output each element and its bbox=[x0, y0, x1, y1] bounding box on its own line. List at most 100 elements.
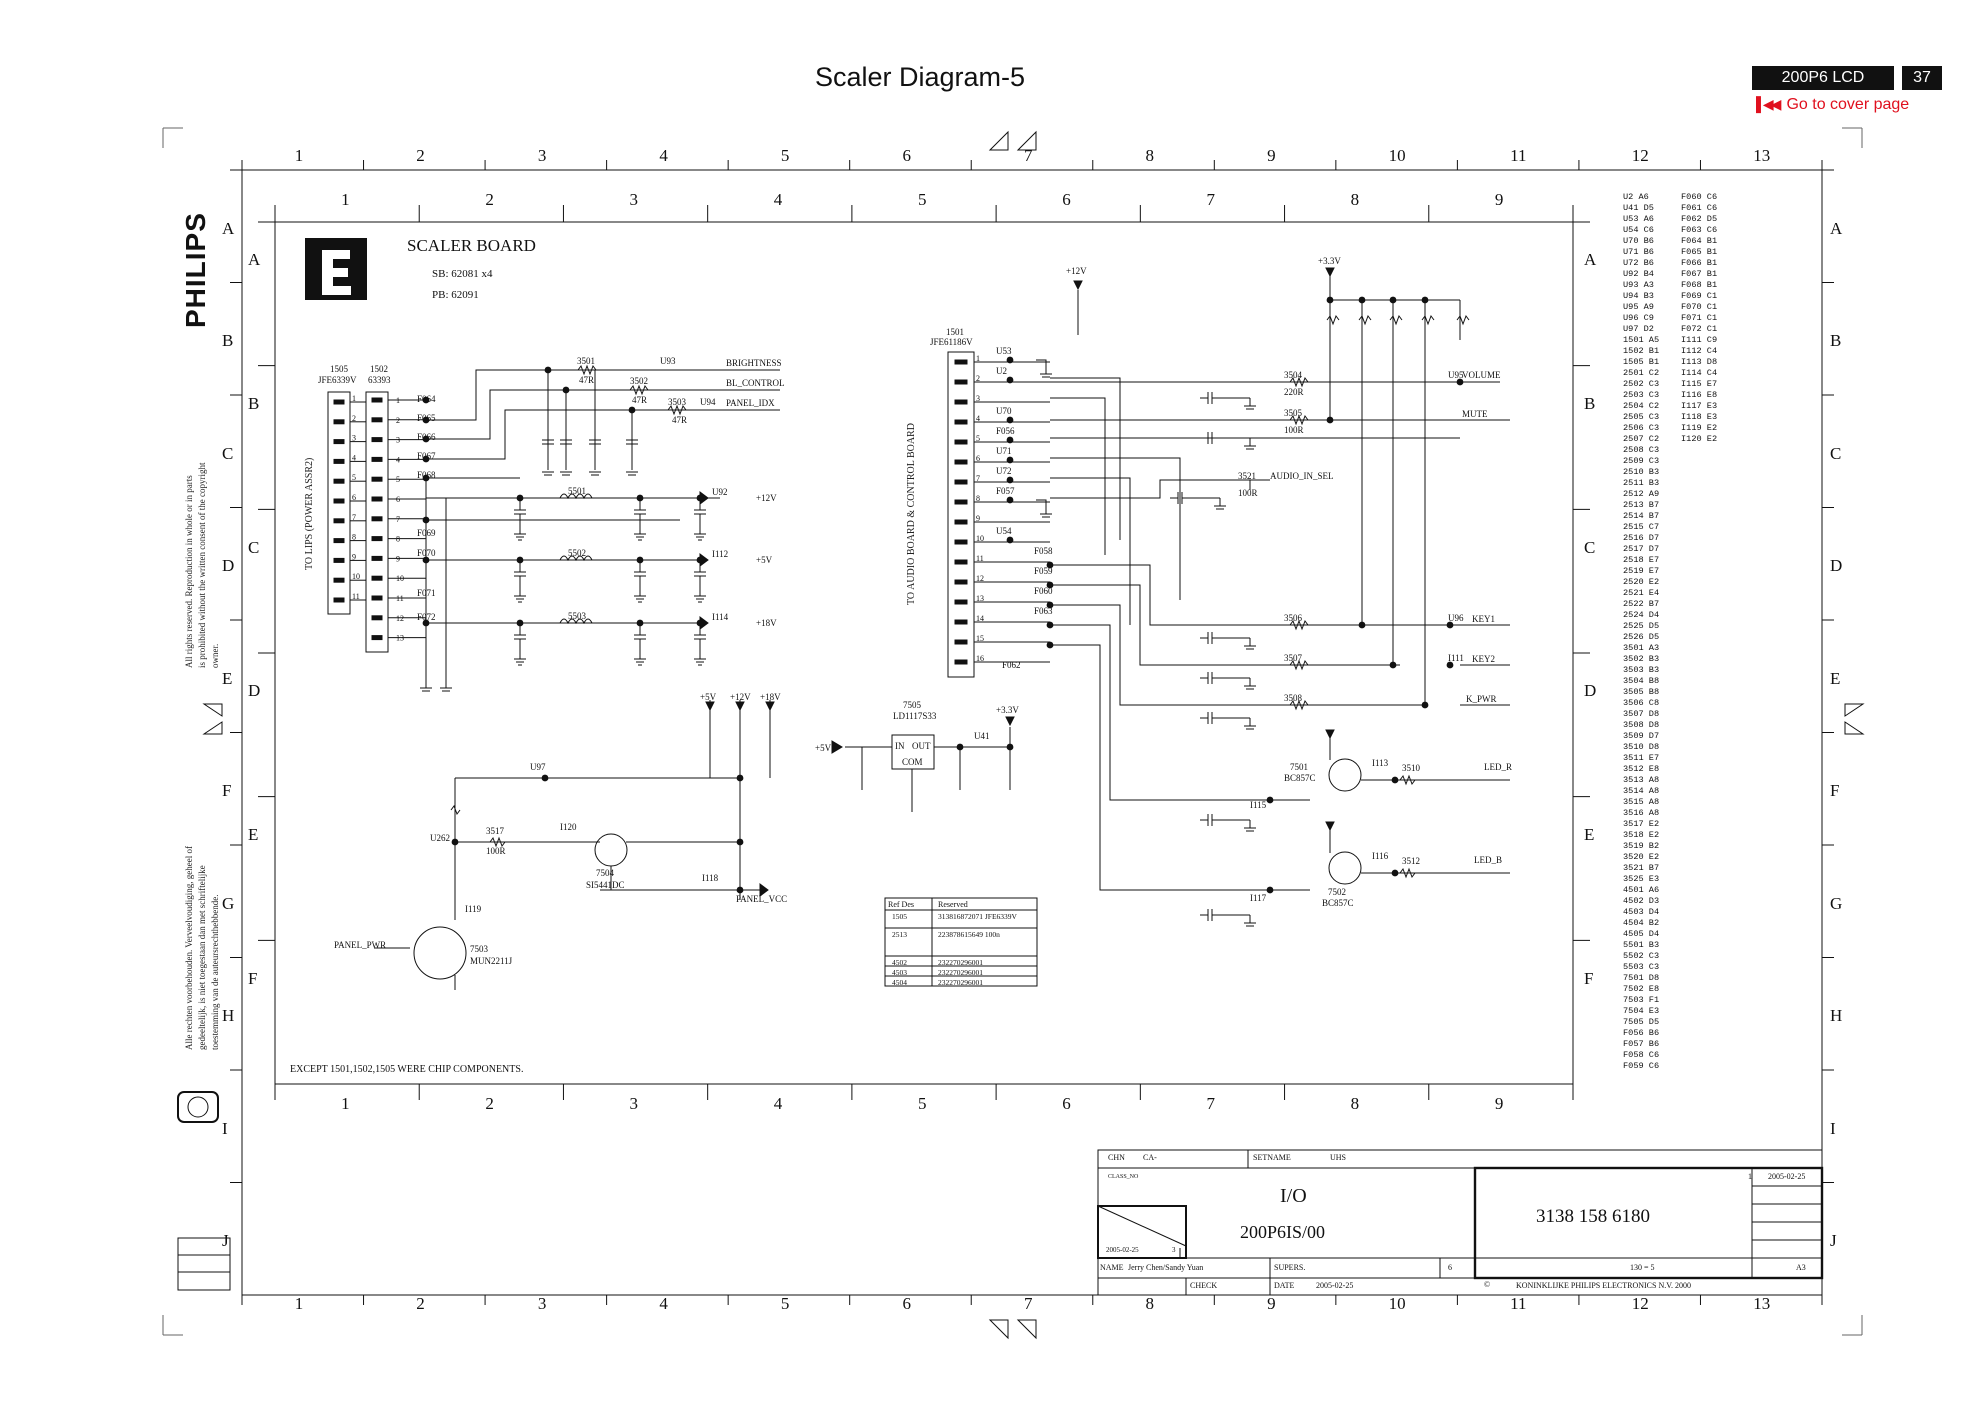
inner-row-right-B: B bbox=[1584, 394, 1596, 414]
reg-pin-in: IN bbox=[895, 741, 905, 751]
outer-col-bottom-12: 12 bbox=[1631, 1294, 1649, 1313]
cover-link-label: Go to cover page bbox=[1786, 96, 1910, 113]
tp-u97: U97 bbox=[530, 762, 546, 772]
inner-col-bottom-6: 6 bbox=[1062, 1094, 1071, 1113]
outer-col-bottom-6: 6 bbox=[902, 1294, 911, 1313]
rail-12v: +12V bbox=[730, 692, 751, 702]
tb-date-label: DATE bbox=[1274, 1281, 1295, 1290]
rail-5v-out: +5V bbox=[756, 555, 773, 565]
left-pin-ref-f068: F068 bbox=[417, 470, 436, 480]
outer-col-top-11: 11 bbox=[1510, 146, 1527, 165]
tp-u92: U92 bbox=[712, 487, 728, 497]
outer-row-left-F: F bbox=[222, 781, 232, 801]
q7504-ref: 7504 bbox=[596, 868, 614, 878]
rail-18v-out: +18V bbox=[756, 618, 777, 628]
signal-brightness: BRIGHTNESS bbox=[726, 358, 782, 368]
reg-tp-u41: U41 bbox=[974, 731, 990, 741]
outer-frame bbox=[241, 169, 1823, 1296]
inner-row-left-F: F bbox=[248, 968, 258, 988]
signal-panel-vcc: PANEL_VCC bbox=[736, 894, 788, 904]
signal-k-pwr: K_PWR bbox=[1466, 694, 1497, 704]
left-pin-ref-f066: F066 bbox=[417, 432, 436, 442]
inner-col-bottom-1: 1 bbox=[341, 1094, 350, 1113]
c1505-label: TO LIPS (POWER ASSR2) bbox=[304, 457, 315, 570]
inner-col-top-5: 5 bbox=[918, 190, 927, 209]
c1501-label: TO AUDIO BOARD & CONTROL BOARD bbox=[906, 423, 917, 605]
r3502-val: 47R bbox=[632, 395, 648, 405]
outer-row-left-H: H bbox=[222, 1006, 235, 1026]
outer-col-bottom-11: 11 bbox=[1510, 1294, 1527, 1313]
outer-col-top-4: 4 bbox=[659, 146, 668, 165]
inner-col-top-9: 9 bbox=[1494, 190, 1504, 209]
outer-row-right-C: C bbox=[1830, 443, 1842, 463]
tb-sheet-small: 3 bbox=[1172, 1246, 1176, 1254]
right-pin-ref-u72: U72 bbox=[996, 466, 1012, 476]
left-pin-ref-f071: F071 bbox=[417, 588, 436, 598]
inner-col-bottom-4: 4 bbox=[773, 1094, 783, 1113]
reg-in-label: +5V bbox=[815, 743, 832, 753]
outer-col-bottom-9: 9 bbox=[1267, 1294, 1276, 1313]
inner-col-top-4: 4 bbox=[773, 190, 783, 209]
inductor-5501: 5501 bbox=[568, 486, 586, 496]
right-pin-ref-u71: U71 bbox=[996, 446, 1012, 456]
reg-ref: 7505 bbox=[903, 700, 921, 710]
outer-row-left-A: A bbox=[222, 218, 235, 238]
r3507-ref: 3507 bbox=[1284, 653, 1302, 663]
signal-led-b: LED_B bbox=[1474, 855, 1502, 865]
q7502-ref: 7502 bbox=[1328, 887, 1346, 897]
r3517-ref: 3517 bbox=[486, 826, 504, 836]
c1501-ref: 1501 bbox=[946, 327, 964, 337]
outer-row-right-E: E bbox=[1830, 668, 1841, 688]
tp-u96: U96 bbox=[1448, 613, 1464, 623]
inductor-5502: 5502 bbox=[568, 548, 586, 558]
inner-col-bottom-7: 7 bbox=[1206, 1094, 1215, 1113]
svg-text:13: 13 bbox=[976, 594, 984, 603]
tp-u93: U93 bbox=[660, 356, 676, 366]
inner-row-right-C: C bbox=[1584, 537, 1596, 557]
svg-text:10: 10 bbox=[976, 534, 984, 543]
left-pin-ref-f067: F067 bbox=[417, 451, 436, 461]
outer-row-right-I: I bbox=[1830, 1118, 1836, 1138]
tb-supers-label: SUPERS. bbox=[1274, 1263, 1306, 1272]
go-to-cover-link[interactable]: ▌◀◀Go to cover page bbox=[1756, 96, 1909, 114]
regulator-7505 bbox=[831, 716, 1015, 812]
signal-panel-pwr: PANEL_PWR bbox=[334, 940, 387, 950]
outer-row-right-A: A bbox=[1830, 218, 1843, 238]
svg-text:6: 6 bbox=[352, 493, 356, 502]
r3503-ref: 3503 bbox=[668, 397, 686, 407]
panel-vcc-switch bbox=[374, 700, 775, 990]
outer-col-top-7: 7 bbox=[1024, 146, 1033, 165]
outer-row-left-J: J bbox=[222, 1231, 229, 1251]
r3506-ref: 3506 bbox=[1284, 613, 1302, 623]
svg-text:6: 6 bbox=[976, 454, 980, 463]
inner-col-bottom-2: 2 bbox=[485, 1094, 494, 1113]
tp-i113: I113 bbox=[1372, 758, 1389, 768]
rail-5v: +5V bbox=[700, 692, 717, 702]
outer-col-top-3: 3 bbox=[537, 146, 547, 165]
left-signal-wires bbox=[425, 369, 780, 680]
inner-row-right-A: A bbox=[1584, 250, 1597, 270]
outer-row-right-F: F bbox=[1830, 781, 1840, 801]
r3501-ref: 3501 bbox=[577, 356, 595, 366]
r3512-ref: 3512 bbox=[1402, 856, 1420, 866]
outer-col-top-12: 12 bbox=[1631, 146, 1649, 165]
outer-col-bottom-10: 10 bbox=[1388, 1294, 1406, 1313]
rail-12v-out: +12V bbox=[756, 493, 777, 503]
tb-date1: 2005-02-25 bbox=[1106, 1246, 1139, 1254]
q7503-part: MUN2211J bbox=[470, 956, 513, 966]
outer-row-left-G: G bbox=[222, 893, 235, 913]
inner-col-bottom-9: 9 bbox=[1494, 1094, 1504, 1113]
rail-18v: +18V bbox=[760, 692, 781, 702]
inner-col-top-6: 6 bbox=[1062, 190, 1071, 209]
right-rail-33v: +3.3V bbox=[1318, 256, 1341, 266]
left-pin-ref-f065: F065 bbox=[417, 413, 436, 423]
signal-led-r: LED_R bbox=[1484, 762, 1512, 772]
copyright-nl-3: toestemming van de auteursrechthebbende. bbox=[210, 894, 220, 1050]
left-pin-ref-f072: F072 bbox=[417, 612, 436, 622]
svg-text:14: 14 bbox=[976, 614, 984, 623]
right-pin-ref-f059: F059 bbox=[1034, 566, 1053, 576]
tp-i115: I115 bbox=[1250, 800, 1267, 810]
q7501-part: BC857C bbox=[1284, 773, 1316, 783]
